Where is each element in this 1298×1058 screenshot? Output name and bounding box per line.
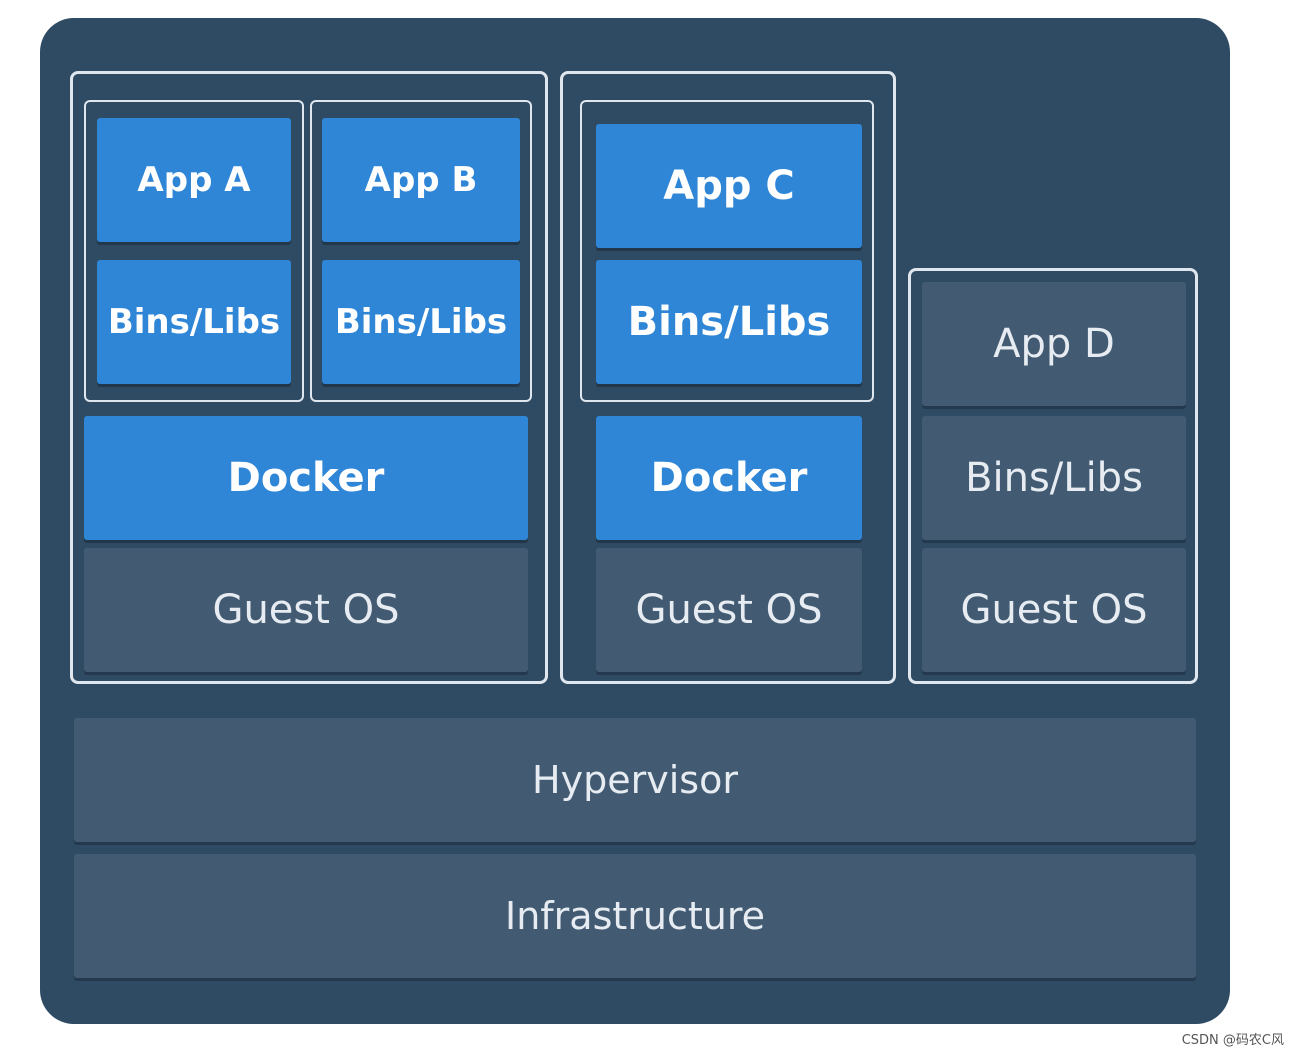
vm-3-frame xyxy=(908,268,1198,684)
guest-os-block-2: Guest OS xyxy=(596,548,862,672)
app-a-block: App A xyxy=(97,118,291,242)
bins-libs-c-block: Bins/Libs xyxy=(596,260,862,384)
vm-1-frame xyxy=(70,71,548,684)
guest-os-block-3: Guest OS xyxy=(922,548,1186,672)
container-app-a-frame xyxy=(84,100,304,402)
hypervisor-layer: Hypervisor xyxy=(74,718,1196,842)
app-b-block: App B xyxy=(322,118,520,242)
watermark-text: CSDN @码农C风 xyxy=(1181,1033,1284,1048)
docker-block-1: Docker xyxy=(84,416,528,540)
bins-libs-a-block: Bins/Libs xyxy=(97,260,291,384)
guest-os-block-1: Guest OS xyxy=(84,548,528,672)
app-d-block: App D xyxy=(922,282,1186,406)
architecture-panel: App A Bins/Libs App B Bins/Libs Docker G… xyxy=(40,18,1230,1024)
container-app-b-frame xyxy=(310,100,532,402)
vm-2-frame xyxy=(560,71,896,684)
container-app-c-frame xyxy=(580,100,874,402)
docker-block-2: Docker xyxy=(596,416,862,540)
bins-libs-b-block: Bins/Libs xyxy=(322,260,520,384)
bins-libs-d-block: Bins/Libs xyxy=(922,416,1186,540)
app-c-block: App C xyxy=(596,124,862,248)
infrastructure-layer: Infrastructure xyxy=(74,854,1196,978)
